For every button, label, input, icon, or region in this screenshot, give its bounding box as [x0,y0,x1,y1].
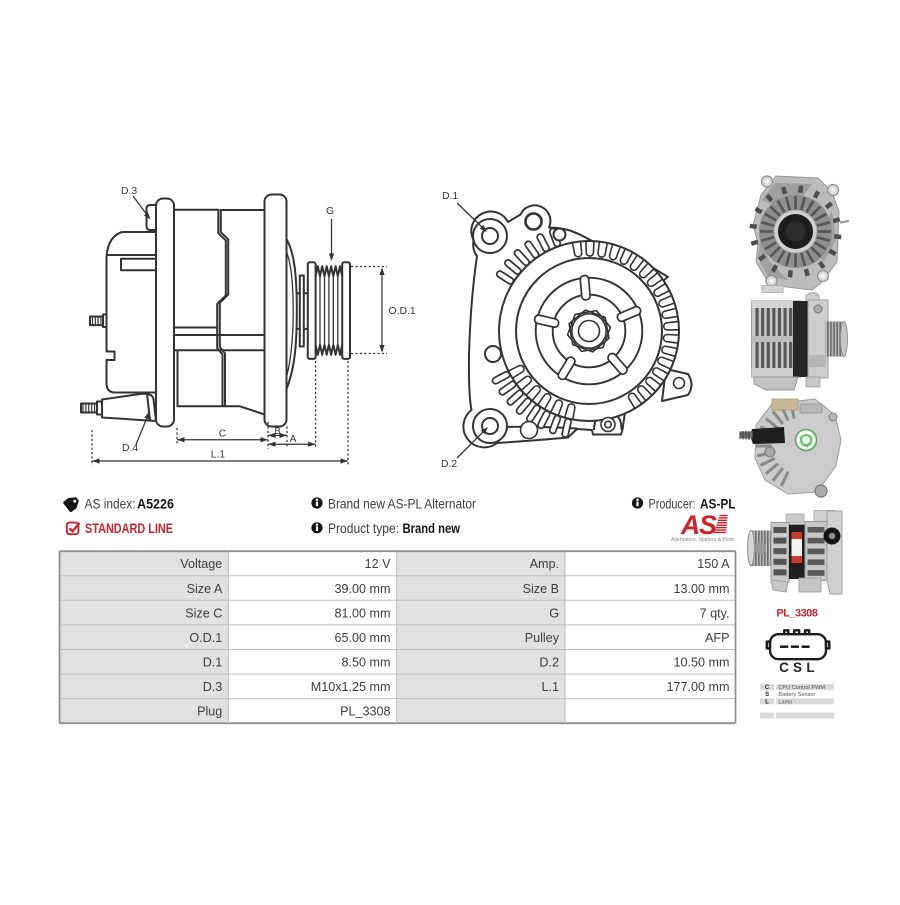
svg-text:Size C: Size C [185,606,222,620]
svg-text:Battery Sensor: Battery Sensor [778,692,815,698]
svg-text:Product type:: Product type: [328,521,399,536]
svg-text:L.1: L.1 [541,680,559,694]
svg-text:L.1: L.1 [211,450,226,461]
svg-text:PL_3308: PL_3308 [340,705,390,719]
svg-text:177.00 mm: 177.00 mm [667,680,730,694]
svg-text:7 qty.: 7 qty. [700,606,730,620]
svg-text:D.4: D.4 [122,443,138,454]
svg-text:G: G [326,206,334,217]
svg-text:65.00 mm: 65.00 mm [335,631,391,645]
svg-text:13.00 mm: 13.00 mm [674,582,730,596]
svg-text:D.3: D.3 [203,680,223,694]
svg-text:Amp.: Amp. [530,557,559,571]
svg-text:A5226: A5226 [137,496,174,511]
svg-text:Lamp: Lamp [778,699,792,705]
svg-text:O.D.1: O.D.1 [389,306,416,317]
svg-text:39.00 mm: 39.00 mm [335,582,391,596]
svg-text:C: C [779,660,789,675]
svg-text:CPU Control PWM: CPU Control PWM [778,685,825,691]
svg-text:D.2: D.2 [441,459,457,470]
svg-text:150 A: 150 A [697,557,730,571]
svg-text:Producer:: Producer: [649,496,696,511]
svg-text:S: S [793,660,802,675]
svg-text:AS: AS [680,510,717,540]
svg-text:C: C [765,685,770,691]
svg-text:AFP: AFP [705,631,730,645]
svg-text:Size A: Size A [187,582,223,596]
svg-text:8.50 mm: 8.50 mm [342,656,391,670]
svg-text:L: L [806,660,814,675]
svg-text:10.50 mm: 10.50 mm [674,656,730,670]
svg-text:B: B [274,426,280,437]
svg-text:D.3: D.3 [121,186,137,197]
svg-text:AS-PL: AS-PL [700,496,736,511]
svg-text:Alternators, Starters & Parts: Alternators, Starters & Parts [671,537,735,543]
svg-text:D.1: D.1 [203,656,223,670]
svg-text:Voltage: Voltage [180,557,222,571]
svg-text:Pulley: Pulley [525,631,560,645]
svg-text:M10x1.25 mm: M10x1.25 mm [311,680,391,694]
svg-text:D.2: D.2 [539,656,559,670]
svg-text:Plug: Plug [197,705,222,719]
svg-text:C: C [219,429,227,440]
svg-text:PL_3308: PL_3308 [776,608,817,620]
svg-text:D.1: D.1 [442,191,458,202]
svg-text:A: A [290,434,297,445]
svg-text:AS index:: AS index: [85,496,136,511]
svg-text:STANDARD LINE: STANDARD LINE [85,521,173,536]
svg-text:G: G [549,606,559,620]
svg-text:Brand new: Brand new [403,521,461,536]
svg-text:L: L [765,699,769,705]
svg-text:12 V: 12 V [365,557,392,571]
svg-text:Size B: Size B [523,582,559,596]
svg-text:S: S [765,692,769,698]
svg-text:81.00 mm: 81.00 mm [335,606,391,620]
svg-text:O.D.1: O.D.1 [189,631,222,645]
svg-text:Brand new AS-PL Alternator: Brand new AS-PL Alternator [328,496,476,511]
